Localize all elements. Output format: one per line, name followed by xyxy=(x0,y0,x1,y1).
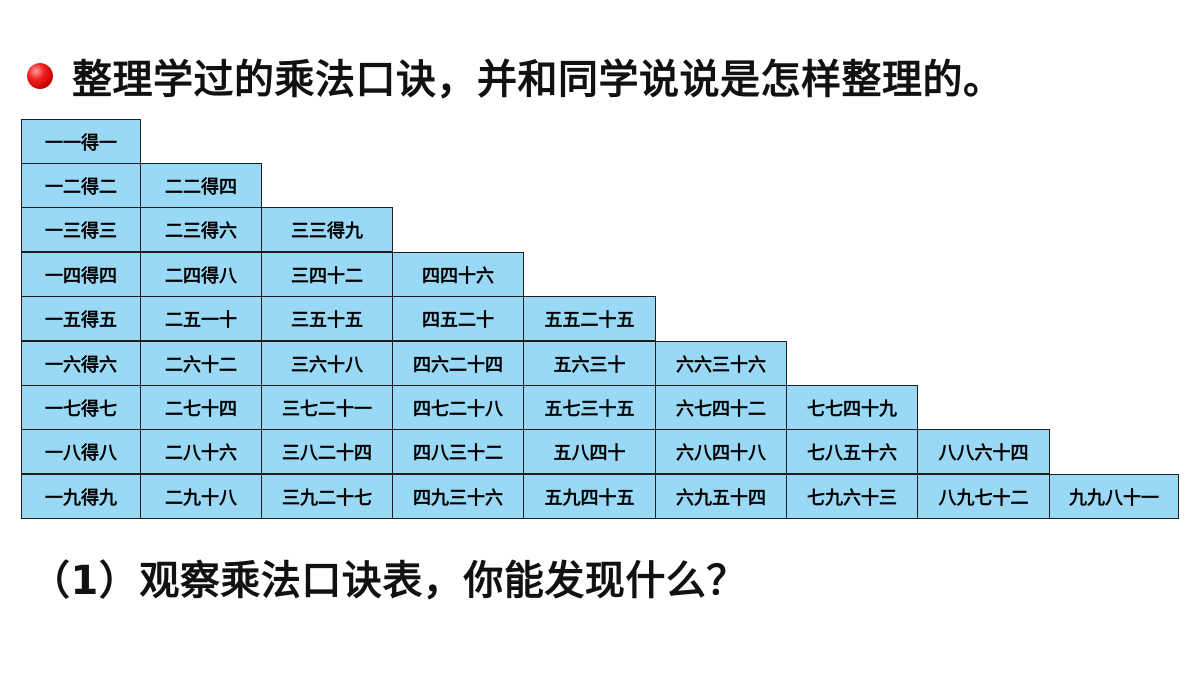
table-cell: 一三得三 xyxy=(21,207,141,252)
table-cell: 四四十六 xyxy=(392,252,524,297)
table-cell: 二五一十 xyxy=(140,296,262,341)
table-cell: 一六得六 xyxy=(21,341,141,386)
table-cell: 八九七十二 xyxy=(917,474,1050,519)
table-cell: 二七十四 xyxy=(140,385,262,430)
table-cell: 一四得四 xyxy=(21,252,141,297)
table-cell: 六六三十六 xyxy=(655,341,787,386)
heading: 整理学过的乘法口诀，并和同学说说是怎样整理的。 xyxy=(27,44,1004,108)
table-cell: 四六二十四 xyxy=(392,341,524,386)
table-cell: 一二得二 xyxy=(21,163,141,208)
red-dot-bullet-icon xyxy=(27,63,53,89)
table-cell: 三九二十七 xyxy=(261,474,393,519)
table-cell: 五七三十五 xyxy=(523,385,656,430)
table-cell: 二八十六 xyxy=(140,429,262,474)
table-cell: 五九四十五 xyxy=(523,474,656,519)
table-cell: 二九十八 xyxy=(140,474,262,519)
table-cell: 一八得八 xyxy=(21,429,141,474)
table-cell: 六九五十四 xyxy=(655,474,787,519)
table-cell: 三七二十一 xyxy=(261,385,393,430)
table-cell: 二四得八 xyxy=(140,252,262,297)
table-cell: 一一得一 xyxy=(21,119,141,164)
table-cell: 三三得九 xyxy=(261,207,393,252)
table-cell: 七七四十九 xyxy=(786,385,918,430)
table-cell: 七九六十三 xyxy=(786,474,918,519)
table-cell: 二二得四 xyxy=(140,163,262,208)
table-cell: 四九三十六 xyxy=(392,474,524,519)
heading-text: 整理学过的乘法口诀，并和同学说说是怎样整理的。 xyxy=(72,57,1004,103)
table-cell: 五五二十五 xyxy=(523,296,656,341)
table-cell: 八八六十四 xyxy=(917,429,1050,474)
table-cell: 三五十五 xyxy=(261,296,393,341)
table-cell: 四七二十八 xyxy=(392,385,524,430)
table-cell: 七八五十六 xyxy=(786,429,918,474)
table-cell: 五六三十 xyxy=(523,341,656,386)
table-cell: 六八四十八 xyxy=(655,429,787,474)
table-cell: 四八三十二 xyxy=(392,429,524,474)
table-cell: 一七得七 xyxy=(21,385,141,430)
table-cell: 三四十二 xyxy=(261,252,393,297)
table-cell: 五八四十 xyxy=(523,429,656,474)
table-cell: 二六十二 xyxy=(140,341,262,386)
table-cell: 二三得六 xyxy=(140,207,262,252)
table-cell: 三八二十四 xyxy=(261,429,393,474)
table-cell: 四五二十 xyxy=(392,296,524,341)
table-cell: 三六十八 xyxy=(261,341,393,386)
question-text: （1）观察乘法口诀表，你能发现什么？ xyxy=(30,558,747,604)
table-cell: 九九八十一 xyxy=(1049,474,1179,519)
table-cell: 六七四十二 xyxy=(655,385,787,430)
table-cell: 一五得五 xyxy=(21,296,141,341)
table-cell: 一九得九 xyxy=(21,474,141,519)
